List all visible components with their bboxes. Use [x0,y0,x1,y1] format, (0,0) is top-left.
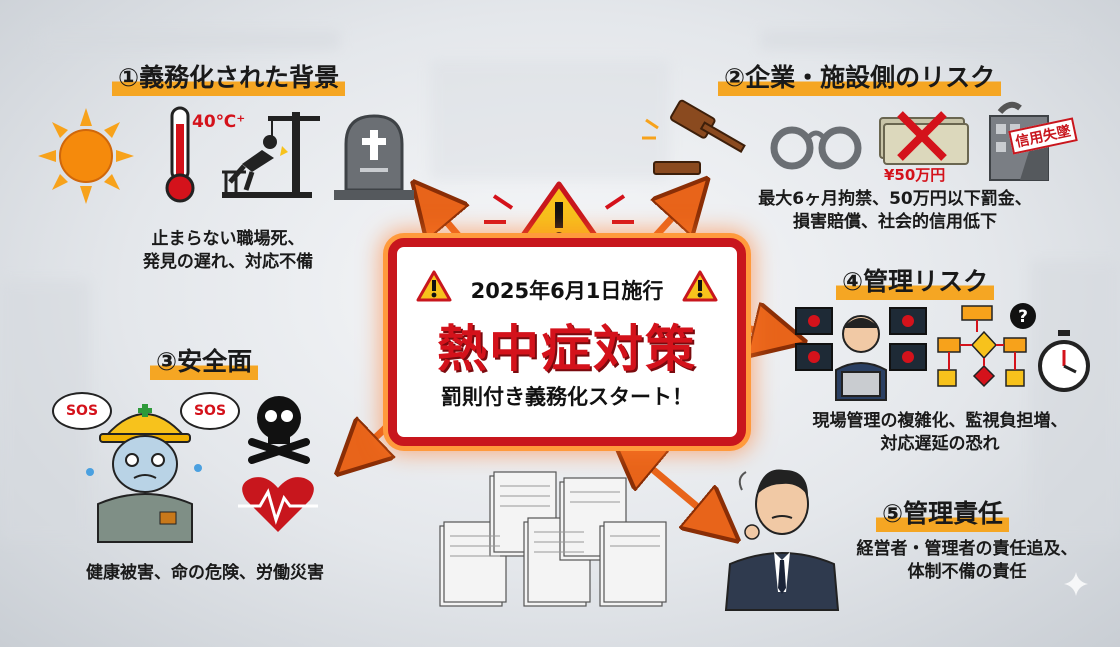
corporate-risk-caption-line-1: 最大6ヶ月拘禁、50万円以下罰金、 [758,189,1032,209]
background-caption: 止まらない職場死、 発見の遅れ、対応不備 [118,228,338,274]
flowchart-icon [937,305,1027,388]
fine-label: ¥50万円 [884,166,946,184]
corporate-risk-caption: 最大6ヶ月拘禁、50万円以下罰金、 損害賠償、社会的信用低下 [740,188,1050,234]
thermometer-icon [165,106,195,203]
document-piles-icon [439,471,667,607]
enforcement-date: 2025年6月1日施行 [470,279,664,303]
sub-title: 罰則付き義務化スタート！ [441,385,693,409]
stopwatch-icon [1038,330,1090,392]
overwhelmed-manager-monitors-icon [795,307,927,401]
question-bubble-icon: ? [1010,303,1036,329]
heartbeat-icon [238,477,318,532]
gravestone-icon [334,114,414,200]
management-responsibility-heading: ⑤管理責任 [876,494,1010,532]
svg-text:?: ? [1018,307,1028,327]
corporate-risk-caption-line-2: 損害賠償、社会的信用低下 [793,211,997,232]
sos-left-label: SOS [65,403,99,419]
sos-bubble-left: SOS [52,392,112,430]
worried-executive-icon [724,469,840,611]
management-risk-caption-line-2: 対応遅延の恐れ [880,433,1000,454]
distressed-worker-icon [86,404,202,543]
management-responsibility-caption: 経営者・管理者の責任追及、 体制不備の責任 [842,538,1092,584]
small-warning-left-icon [416,270,452,302]
sparkle-icon [1064,572,1088,596]
skull-crossbones-icon [248,396,310,464]
background-caption-line-1: 止まらない職場死、 [151,229,305,249]
management-risk-heading: ④管理リスク [836,262,995,300]
main-title: 熱中症対策 [437,320,697,378]
corporate-risk-heading: ②企業・施設側のリスク [718,58,1002,96]
handcuffs-icon [770,126,862,170]
center-announcement-panel: 2025年6月1日施行 熱中症対策 罰則付き義務化スタート！ [388,238,746,446]
arrow-to-background [430,202,462,243]
sun-icon [38,108,134,204]
safety-caption-line-1: 健康被害、命の危険、労働災害 [86,563,324,583]
background-heading: ①義務化された背景 [112,58,346,96]
temperature-label: 40℃⁺ [192,112,246,132]
arrow-to-management-responsibility [632,452,718,524]
cash-cross-icon [879,111,969,165]
management-responsibility-caption-line-2: 体制不備の責任 [907,561,1027,582]
management-responsibility-caption-line-1: 経営者・管理者の責任追及、 [856,539,1078,559]
arrow-to-corporate-risk [649,198,690,243]
small-warning-right-icon [682,270,718,302]
sos-bubble-right: SOS [180,392,240,430]
sos-right-label: SOS [193,403,227,419]
gavel-icon [642,99,746,175]
management-risk-caption-line-1: 現場管理の複雑化、監視負担増、 [812,411,1068,431]
background-caption-line-2: 発見の遅れ、対応不備 [142,251,314,272]
management-risk-caption: 現場管理の複雑化、監視負担増、 対応遅延の恐れ [790,410,1090,456]
worker-fall-icon [222,112,320,198]
safety-heading: ③安全面 [150,342,259,380]
safety-caption: 健康被害、命の危険、労働災害 [60,562,350,585]
